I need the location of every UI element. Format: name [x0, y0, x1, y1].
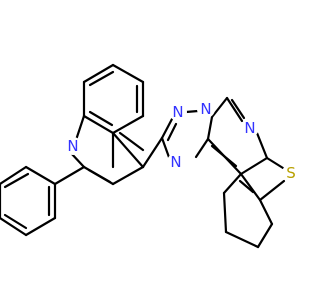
bond-cyclopentane: [256, 222, 274, 249]
bond-pyrimidine: [210, 96, 229, 119]
atom-n-quinoline: N: [64, 137, 82, 155]
bond-triazole: [194, 137, 210, 159]
bond-benzo: [111, 63, 145, 84]
atom-n-triazole-1: N: [169, 103, 187, 121]
bond-cyclopentane: [222, 191, 228, 234]
bond-triazole: [160, 136, 172, 162]
bond-pyridine-inner: [87, 168, 112, 184]
bond-phenyl: [24, 165, 57, 186]
bond-layer: [0, 63, 286, 249]
bond-cyclopentane: [224, 230, 260, 249]
atom-label-n-triazole-3: N: [170, 153, 181, 171]
bond-phenyl: [24, 216, 57, 237]
molecule-structure: N N N N N S: [0, 63, 300, 249]
atom-s-thiophene: S: [282, 164, 300, 182]
bond-pyrimidine: [239, 156, 269, 176]
bond-benzo: [111, 114, 145, 135]
bond-triazole: [184, 109, 200, 114]
bond-cyclopentane: [222, 172, 243, 195]
bond-thiophene-inner: [238, 179, 255, 194]
bond-pyrimidine-inner: [210, 144, 238, 168]
bond-triazole: [160, 117, 174, 140]
bond-triazole: [206, 115, 214, 141]
atom-label-n-pyrimidine: N: [244, 119, 255, 137]
bond-pyrimidine: [255, 131, 269, 160]
atom-label-n-triazole-1: N: [172, 103, 183, 121]
atom-label-n-triazole-2: N: [200, 100, 211, 118]
atom-n-triazole-2: N: [197, 100, 215, 118]
atom-n-pyrimidine: N: [241, 119, 259, 137]
bond-pyrimidine: [225, 96, 244, 123]
bond-phenyl: [0, 165, 28, 186]
bond-pyrimidine-inner: [230, 98, 246, 120]
bond-thiophene: [239, 172, 262, 202]
bond-benzo: [82, 63, 115, 84]
bond-thiophene: [265, 156, 285, 170]
atom-label-n-quinoline: N: [67, 137, 78, 155]
atom-label-layer: N N N N N S: [64, 100, 300, 182]
bond-benzo-inner: [88, 70, 115, 87]
atom-label-s-thiophene: S: [286, 164, 296, 182]
bond-phenyl-link: [53, 165, 86, 186]
bond-phenyl-inner: [3, 213, 28, 230]
bond-pyridine-inner: [118, 131, 145, 152]
bond-benzo: [82, 114, 115, 135]
bond-pyridine: [111, 131, 145, 169]
bond-pyridine: [74, 114, 86, 142]
bond-triazole-link: [141, 136, 164, 169]
bond-phenyl: [0, 216, 28, 237]
bond-cyclopentane: [258, 198, 274, 226]
bond-pyridine: [111, 165, 145, 186]
bond-benzo-inner: [88, 110, 114, 127]
bond-thiophene: [258, 179, 286, 202]
bond-triazole-inner: [166, 122, 178, 142]
atom-n-triazole-3: N: [167, 153, 185, 171]
bond-phenyl-inner: [3, 172, 30, 189]
